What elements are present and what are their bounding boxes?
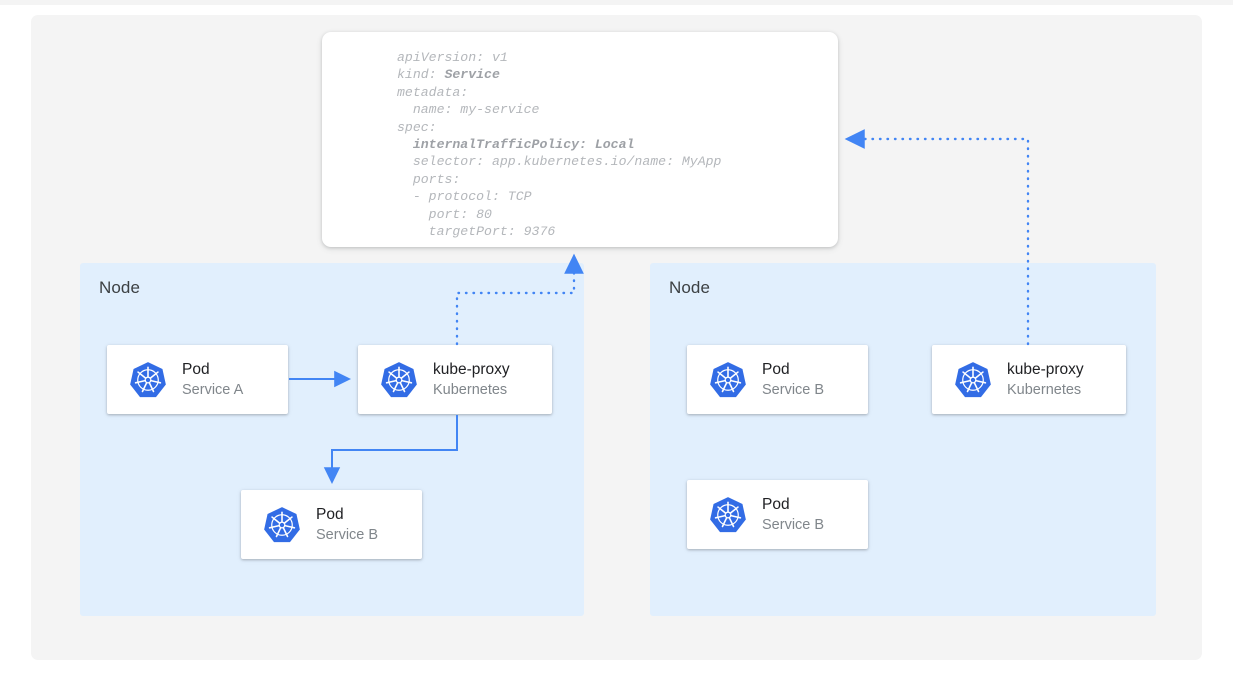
kubernetes-logo-icon: [380, 361, 418, 399]
card-pod-service-b-right-bottom[interactable]: Pod Service B: [687, 480, 868, 549]
card-pod-service-b-right-top[interactable]: Pod Service B: [687, 345, 868, 414]
yaml-line: port: 80: [397, 206, 492, 222]
kubernetes-logo-icon: [129, 361, 167, 399]
card-kube-proxy-right[interactable]: kube-proxy Kubernetes: [932, 345, 1126, 414]
kubernetes-logo-icon: [263, 506, 301, 544]
card-text: Pod Service B: [316, 505, 378, 545]
node-label-left: Node: [99, 278, 141, 297]
card-kube-proxy-left[interactable]: kube-proxy Kubernetes: [358, 345, 552, 414]
kubernetes-logo-icon: [954, 361, 992, 399]
yaml-line: ports:: [397, 171, 461, 187]
card-subtitle: Service B: [762, 516, 825, 533]
node-panel-left: Node: [80, 263, 584, 616]
card-subtitle: Kubernetes: [433, 381, 508, 398]
yaml-line: metadata:: [397, 84, 469, 100]
node-label-right: Node: [669, 278, 711, 297]
yaml-line: internalTrafficPolicy: Local: [397, 136, 721, 153]
yaml-line: targetPort: 9376: [397, 223, 556, 239]
card-text: kube-proxy Kubernetes: [1007, 360, 1084, 400]
card-title: Pod: [762, 360, 790, 378]
yaml-line: selector: app.kubernetes.io/name: MyApp: [397, 154, 722, 170]
card-subtitle: Service A: [182, 381, 244, 398]
card-title: kube-proxy: [433, 360, 510, 378]
yaml-line: spec:: [397, 119, 437, 135]
card-text: Pod Service B: [762, 495, 824, 535]
yaml-line: - protocol: TCP: [397, 189, 532, 205]
card-subtitle: Service B: [762, 381, 825, 398]
card-title: Pod: [316, 505, 344, 523]
yaml-line: kind: Service: [397, 67, 500, 83]
card-text: kube-proxy Kubernetes: [433, 360, 510, 400]
card-text: Pod Service A: [182, 360, 243, 400]
top-strip: [0, 0, 1233, 5]
yaml-emphasis: internalTrafficPolicy: Local: [412, 136, 635, 152]
card-subtitle: Service B: [316, 526, 379, 543]
yaml-emphasis: Service: [444, 67, 500, 83]
yaml-line: name: my-service: [397, 102, 540, 118]
node-panel-right: Node: [650, 263, 1156, 616]
card-subtitle: Kubernetes: [1007, 381, 1082, 398]
kubernetes-logo-icon: [709, 361, 747, 399]
card-pod-service-b-left[interactable]: Pod Service B: [241, 490, 422, 559]
card-text: Pod Service B: [762, 360, 824, 400]
card-title: Pod: [182, 360, 210, 378]
kubernetes-logo-icon: [709, 496, 747, 534]
card-title: Pod: [762, 495, 790, 513]
card-pod-service-a[interactable]: Pod Service A: [107, 345, 288, 414]
card-title: kube-proxy: [1007, 360, 1084, 378]
yaml-line: apiVersion: v1: [397, 50, 508, 65]
